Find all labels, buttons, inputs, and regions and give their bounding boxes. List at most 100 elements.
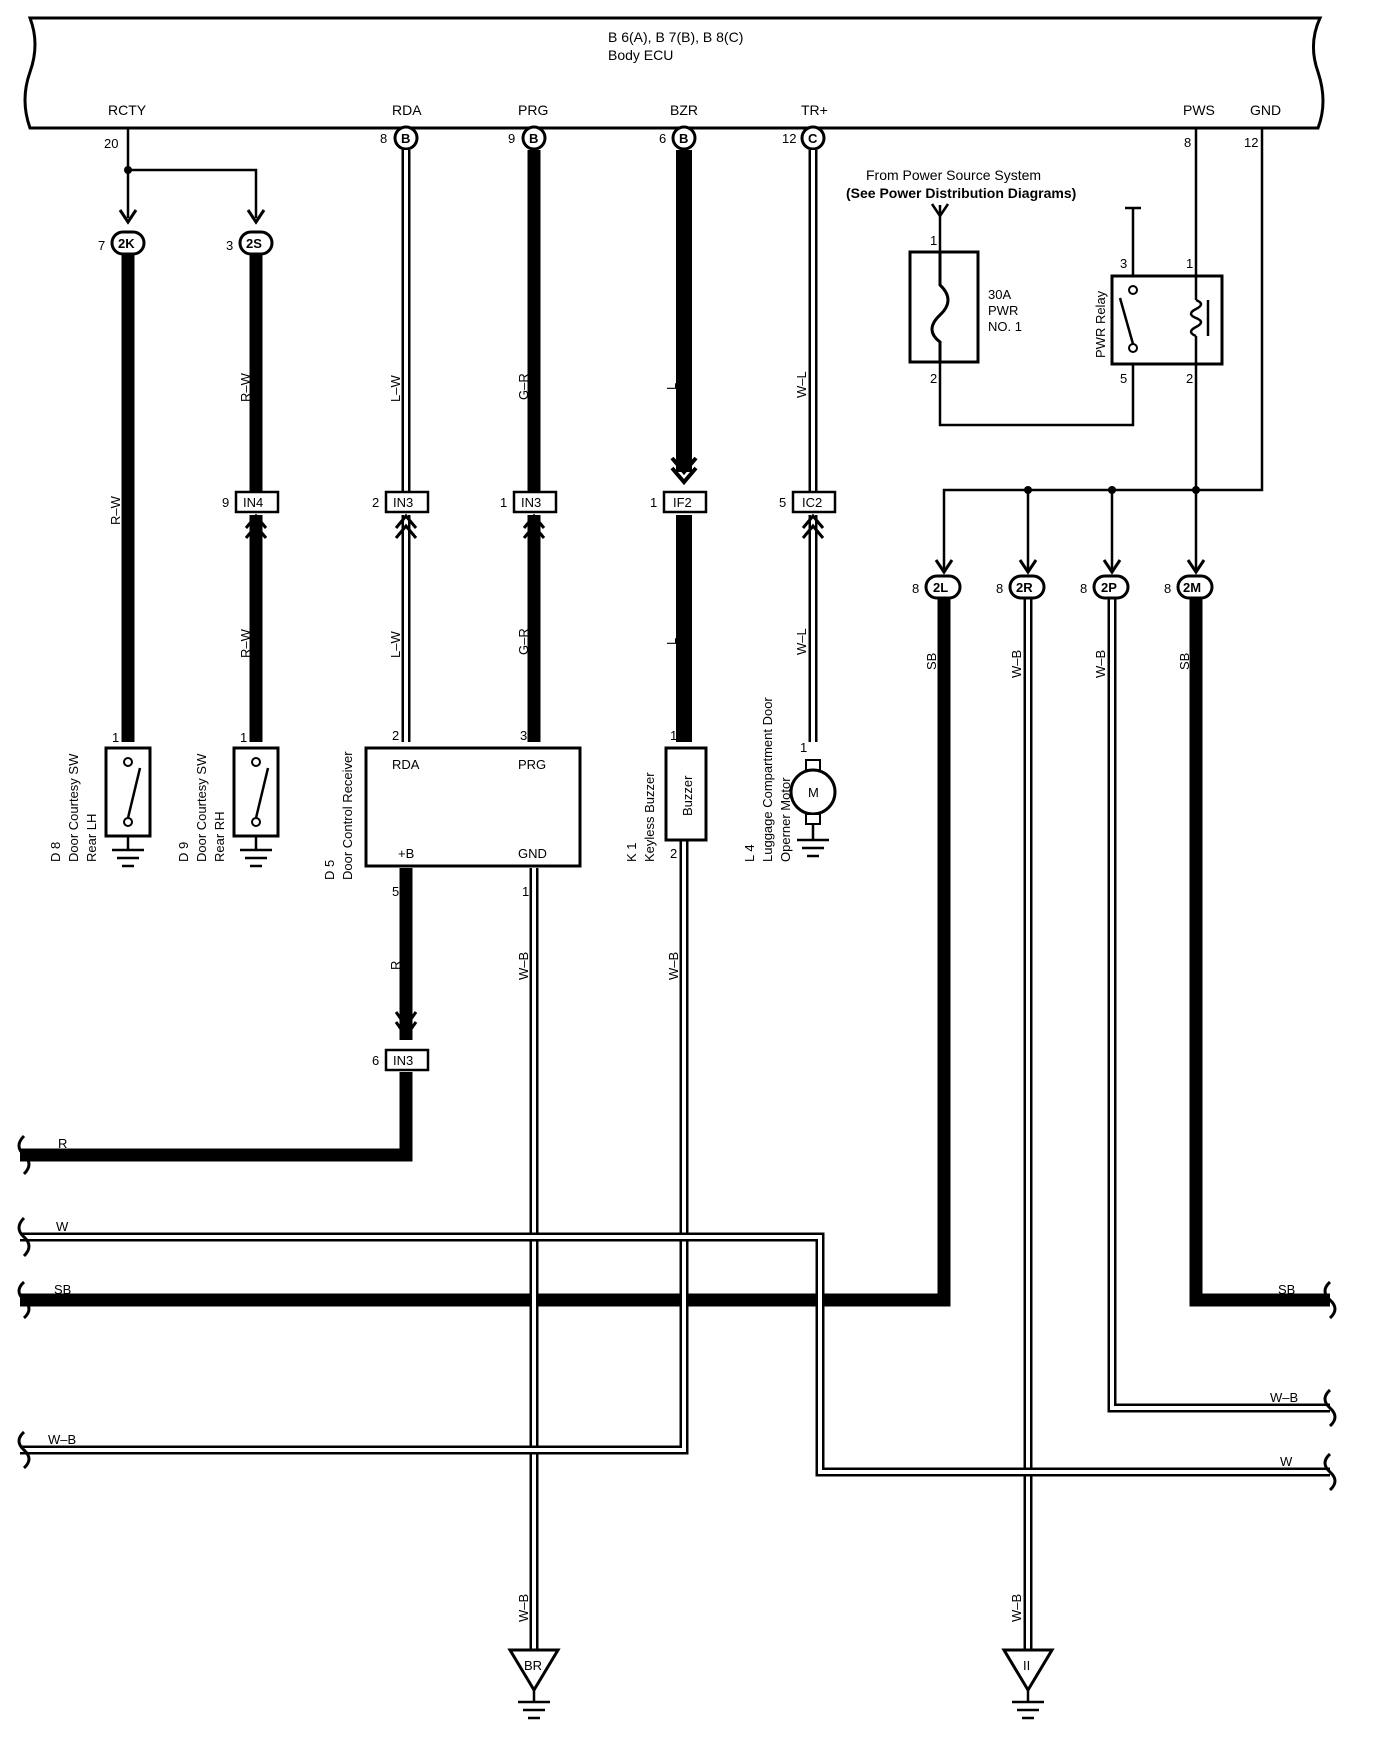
- wire-labels: R–W R–W R–W L–W L–W G–R G–R L L W–L W–L …: [48, 371, 1298, 1622]
- ground-icon: [518, 1690, 550, 1720]
- d9-pin: 1: [240, 730, 247, 745]
- conn-2l-pin: 8: [912, 581, 919, 596]
- conn-in3b-id: IN3: [521, 495, 541, 510]
- pin-letter-b2: B: [529, 131, 538, 146]
- conn-2k-body: [110, 230, 146, 256]
- d5-prg: PRG: [518, 757, 546, 772]
- wire-label-l: L: [664, 383, 679, 390]
- wire-label-wb: W–B: [666, 952, 681, 980]
- conn-in3c-id: IN3: [393, 1053, 413, 1068]
- conn-ic2-pin: 5: [779, 495, 786, 510]
- d8-line3: Rear LH: [84, 814, 99, 862]
- l4-line2: Luggage Compartment Door: [760, 697, 775, 862]
- pin-letter-b1: B: [401, 131, 410, 146]
- pin-letter-circle: [800, 125, 826, 151]
- fuse-line3: NO. 1: [988, 319, 1022, 334]
- d9-door-courtesy-switch: 1 D 9 Door Courtesy SW Rear RH: [176, 730, 280, 868]
- ground-icon: [112, 836, 144, 868]
- ground-ii: II: [1001, 1648, 1055, 1720]
- conn-2m-id: 2M: [1183, 580, 1201, 595]
- conn-in3b-body: [512, 490, 558, 514]
- conn-ic2-id: IC2: [802, 495, 822, 510]
- pwr-relay: 3 1 PWR Relay 5 2: [1093, 256, 1224, 386]
- right-label-w: W: [1280, 1454, 1293, 1469]
- ecu-pin-tr: TR+: [801, 102, 828, 118]
- ecu-pin-terminals: 20 8 B 9 B 6 B 12 C 8 12: [104, 125, 1258, 151]
- ground-br-label: BR: [524, 1658, 542, 1673]
- d5-pin2: 2: [392, 728, 399, 743]
- k1-pin1: 1: [670, 728, 677, 743]
- ground-icon: [240, 836, 272, 868]
- fuse-box: [908, 250, 980, 364]
- wire-label-rw: R–W: [238, 628, 253, 658]
- d5-line1: D 5: [322, 860, 337, 880]
- relay-pin1: 1: [1186, 256, 1193, 271]
- conn-2r-body: [1008, 574, 1046, 600]
- conn-2s-pin: 3: [226, 238, 233, 253]
- fuse-pin-bottom: 2: [930, 371, 937, 386]
- pin-letter-circle: [393, 125, 419, 151]
- ecu-pin-rda: RDA: [392, 102, 422, 118]
- conn-2s-body: [238, 230, 274, 256]
- k1-pin2: 2: [670, 846, 677, 861]
- k1-inner: Buzzer: [680, 775, 695, 816]
- conn-ic2-body: [791, 490, 837, 514]
- wire-label-r: R: [388, 961, 403, 970]
- wire-label-wl: W–L: [794, 628, 809, 655]
- ecu-pin-prg: PRG: [518, 102, 548, 118]
- conn-2r-pin: 8: [996, 581, 1003, 596]
- right-label-sb: SB: [1278, 1282, 1295, 1297]
- d9-line3: Rear RH: [212, 811, 227, 862]
- right-label-wb: W–B: [1270, 1390, 1298, 1405]
- power-note-line1: From Power Source System: [866, 167, 1041, 183]
- switch-icon: [126, 767, 142, 819]
- pin-letter-b3: B: [679, 131, 688, 146]
- body-ecu-block: B 6(A), B 7(B), B 8(C) Body ECU RCTY RDA…: [23, 16, 1325, 130]
- l4-pin1: 1: [800, 740, 807, 755]
- conn-2k-id: 2K: [118, 236, 135, 251]
- pin-letter-circle: [671, 125, 697, 151]
- conn-in3a-pin: 2: [372, 495, 379, 510]
- wire-label-lw: L–W: [388, 631, 403, 658]
- d5-b: +B: [398, 846, 414, 861]
- relay-coil-icon: [1189, 298, 1203, 338]
- ground-ii-label: II: [1023, 1658, 1030, 1673]
- wire-label-sb: SB: [1177, 653, 1192, 670]
- l4-line3: Operner Motor: [778, 777, 793, 862]
- k1-line1: K 1: [624, 842, 639, 862]
- d8-line1: D 8: [48, 842, 63, 862]
- connectors: 7 2K 3 2S 9 IN4 2 IN3 1 IN3 1 IF2 5 IC2 …: [98, 230, 1214, 1072]
- d8-door-courtesy-switch: 1 D 8 Door Courtesy SW Rear LH: [48, 730, 152, 868]
- d5-line2: Door Control Receiver: [340, 751, 355, 880]
- conn-2m-pin: 8: [1164, 581, 1171, 596]
- l4-m: M: [808, 785, 819, 800]
- l4-luggage-door-motor: 1 M L 4 Luggage Compartment Door Operner…: [742, 697, 837, 862]
- wire-label-sb: SB: [924, 653, 939, 670]
- bus-label-wb: W–B: [48, 1432, 76, 1447]
- relay-pin5: 5: [1120, 371, 1127, 386]
- d9-line2: Door Courtesy SW: [194, 753, 209, 862]
- conn-in4-id: IN4: [243, 495, 263, 510]
- d5-pin5: 5: [392, 884, 399, 899]
- pin-num-12-gnd: 12: [1244, 135, 1258, 150]
- conn-if2-id: IF2: [673, 495, 692, 510]
- conn-2k-pin: 7: [98, 238, 105, 253]
- ecu-title-line2: Body ECU: [608, 47, 673, 63]
- pin-num-20: 20: [104, 136, 118, 151]
- l4-line1: L 4: [742, 844, 757, 862]
- ground-br: BR: [507, 1648, 561, 1720]
- conn-2l-id: 2L: [933, 580, 948, 595]
- bus-label-sb: SB: [54, 1282, 71, 1297]
- wires: [17, 128, 1337, 1650]
- pin-letter-c: C: [808, 131, 818, 146]
- d8-pin: 1: [112, 730, 119, 745]
- conn-in3c-body: [384, 1048, 430, 1072]
- power-source: From Power Source System (See Power Dist…: [846, 167, 1076, 386]
- conn-in3a-id: IN3: [393, 495, 413, 510]
- d5-pin3: 3: [520, 728, 527, 743]
- conn-in3c-pin: 6: [372, 1053, 379, 1068]
- wire-label-wl: W–L: [794, 371, 809, 398]
- k1-keyless-buzzer: 1 Buzzer 2 K 1 Keyless Buzzer: [624, 728, 708, 862]
- relay-pin3: 3: [1120, 256, 1127, 271]
- conn-in3a-body: [384, 490, 430, 514]
